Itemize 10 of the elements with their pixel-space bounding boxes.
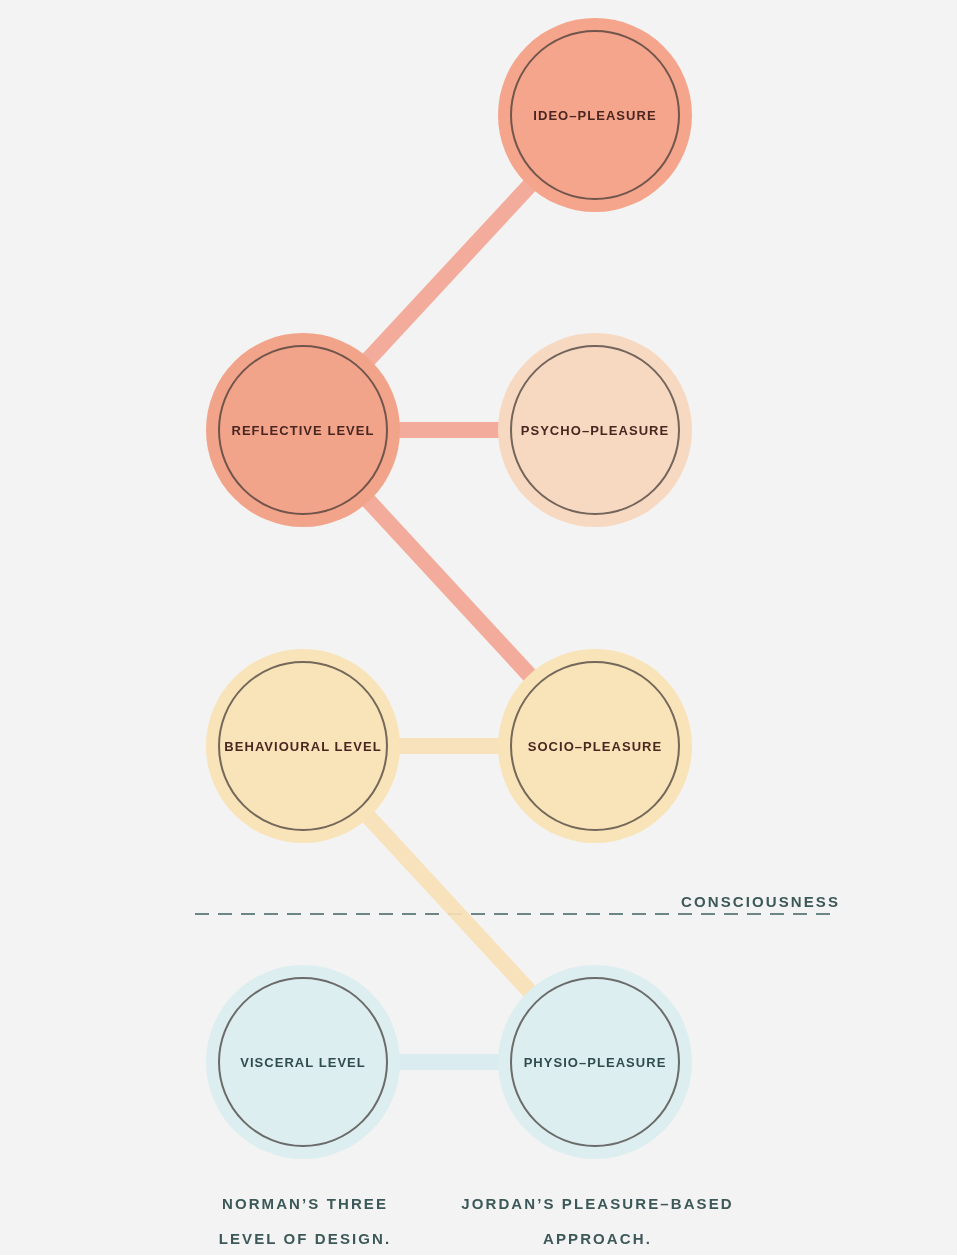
node-label: PSYCHO–PLEASURE <box>519 421 671 440</box>
node-label: PHYSIO–PLEASURE <box>522 1053 668 1072</box>
divider-label: CONSCIOUSNESS <box>680 892 840 912</box>
node-label: IDEO–PLEASURE <box>532 106 658 125</box>
node-label: VISCERAL LEVEL <box>239 1053 367 1072</box>
node-label: REFLECTIVE LEVEL <box>230 421 376 440</box>
node-label: SOCIO–PLEASURE <box>526 737 664 756</box>
column-caption: JORDAN’S PLEASURE–BASED APPROACH. <box>460 1194 735 1249</box>
node-label: BEHAVIOURAL LEVEL <box>223 737 383 756</box>
column-caption: NORMAN’S THREE LEVEL OF DESIGN. <box>217 1194 393 1249</box>
